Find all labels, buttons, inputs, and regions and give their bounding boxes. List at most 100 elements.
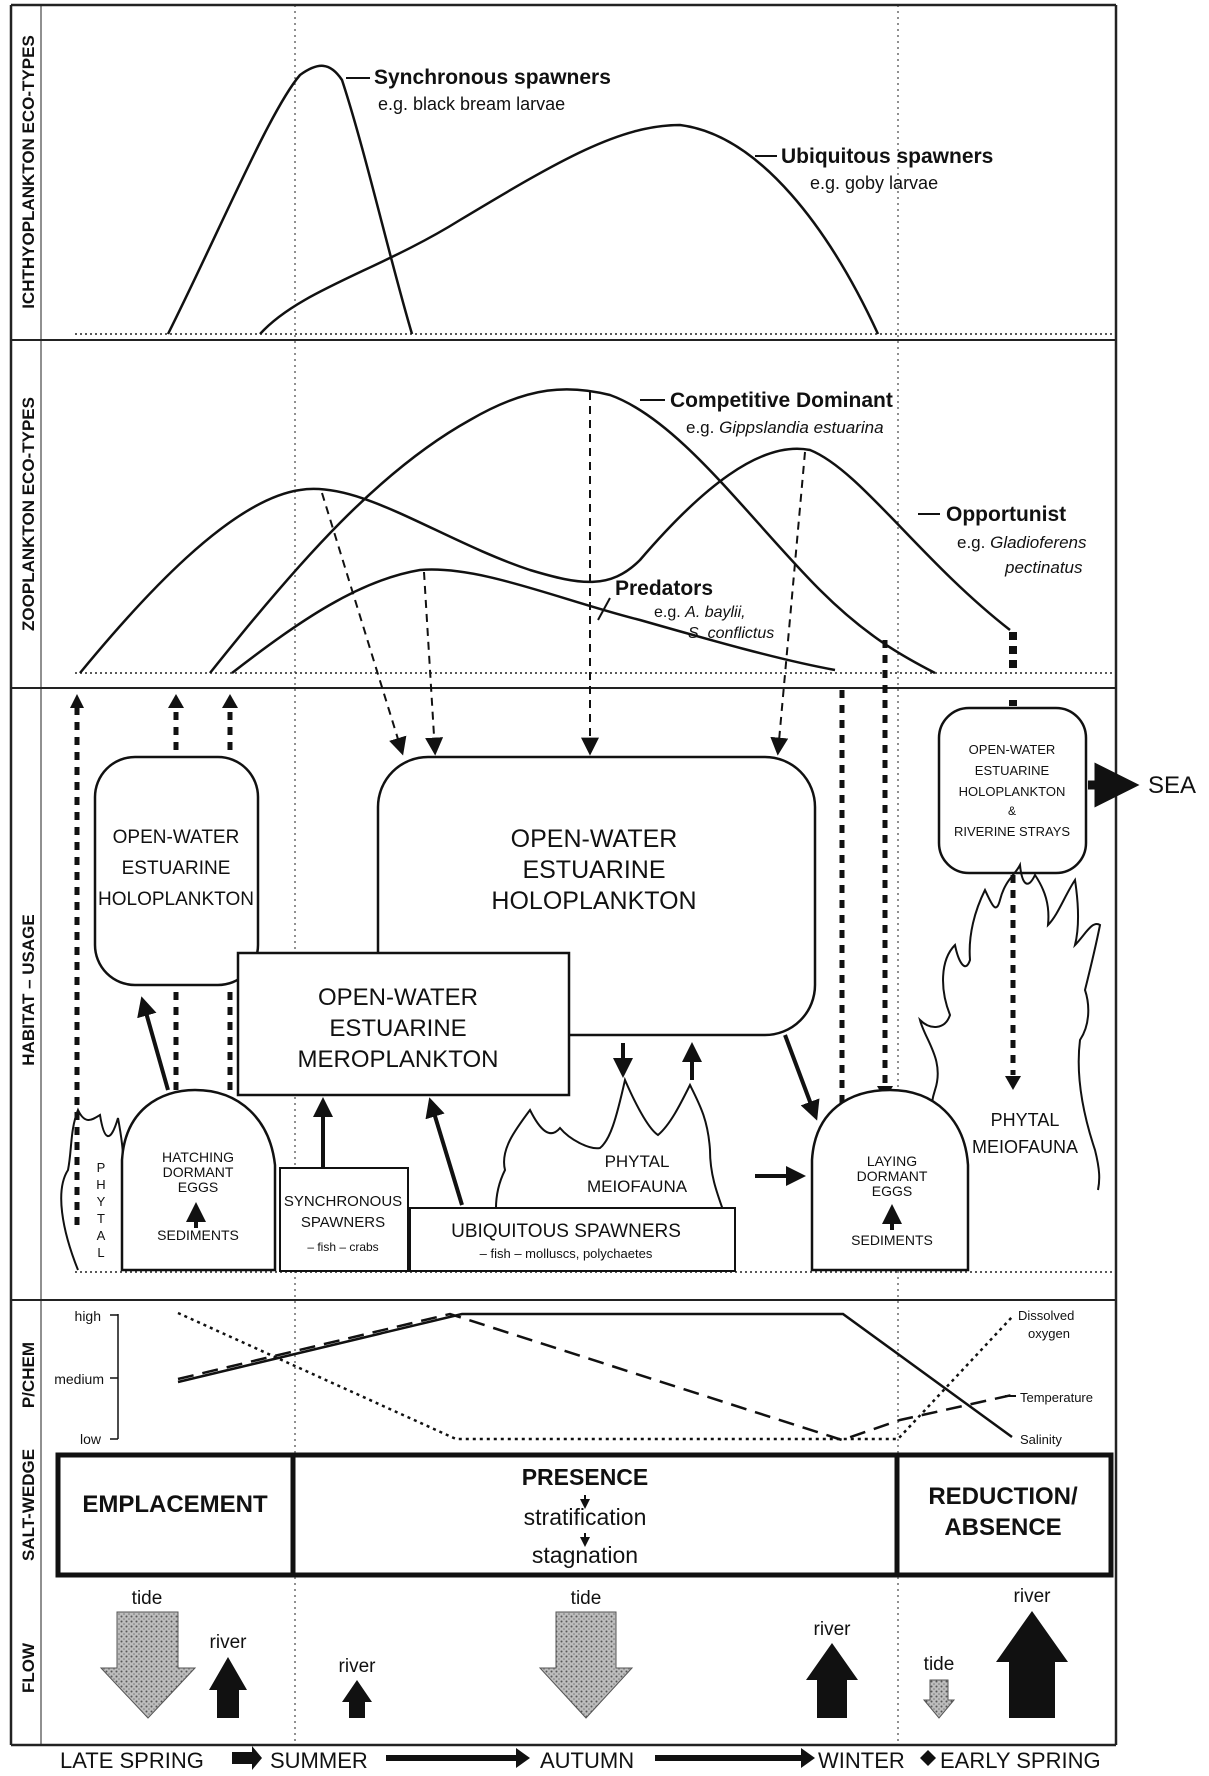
- absence-label: ABSENCE: [944, 1514, 1061, 1541]
- presence-label: PRESENCE: [522, 1464, 649, 1490]
- box-sync-spawners: [279, 1167, 409, 1272]
- ubiquitous-spawners-curve: [259, 123, 880, 335]
- phytal-letter-h: H: [96, 1177, 105, 1192]
- box-center-line-3: HOLOPLANKTON: [491, 887, 696, 915]
- tide-arrow-3: [922, 1679, 956, 1719]
- ichthyo-panel: [166, 64, 880, 335]
- ubiq-spawners-label: UBIQUITOUS SPAWNERS: [451, 1221, 681, 1242]
- competitive-dominant-example: e.g. Gippslandia estuarina: [686, 418, 884, 437]
- flow-panel: [99, 1611, 1068, 1719]
- hatching-line-2: DORMANT: [163, 1164, 234, 1180]
- predators-example: e.g. A. baylii,: [654, 604, 746, 621]
- sync-spawners-line-1: SYNCHRONOUS: [284, 1193, 402, 1210]
- box-left-line-3: HOLOPLANKTON: [98, 889, 254, 910]
- season-winter: WINTER: [818, 1748, 905, 1773]
- phytal-letter-y: Y: [97, 1194, 106, 1209]
- ubiq-spawners-sub: – fish – molluscs, polychaetes: [480, 1246, 653, 1261]
- salinity-line: [177, 1312, 1013, 1439]
- laying-line-3: EGGS: [872, 1183, 912, 1199]
- laying-line-1: LAYING: [867, 1153, 917, 1169]
- level-medium: medium: [54, 1371, 104, 1387]
- box-meroplankton: [236, 951, 571, 1097]
- river-arrow-1: [209, 1657, 247, 1718]
- stagnation-label: stagnation: [532, 1542, 638, 1568]
- habitat-labels: OPEN-WATER ESTUARINE HOLOPLANKTON OPEN-W…: [96, 742, 1196, 1261]
- synchronous-spawners-curve: [166, 64, 414, 335]
- river-arrow-2: [342, 1680, 372, 1718]
- box-right-line-1: OPEN-WATER: [969, 742, 1056, 757]
- box-right-line-4: &: [1008, 804, 1016, 818]
- sediments-right: SEDIMENTS: [851, 1232, 933, 1248]
- sync-spawners-title: Synchronous spawners: [374, 66, 611, 89]
- stratification-label: stratification: [524, 1504, 647, 1530]
- panel-label-flow: FLOW: [19, 1642, 38, 1693]
- season-summer: SUMMER: [270, 1748, 368, 1773]
- season-axis: LATE SPRING SUMMER AUTUMN WINTER EARLY S…: [60, 1746, 1101, 1773]
- box-right-line-2: ESTUARINE: [975, 763, 1050, 778]
- box-right-line-3: HOLOPLANKTON: [959, 784, 1066, 799]
- saltwedge-panel: [55, 1452, 1114, 1578]
- box-center-line-1: OPEN-WATER: [511, 825, 678, 853]
- ichthyo-labels: Synchronous spawners e.g. black bream la…: [374, 66, 993, 193]
- phytal-meio-mid-1: PHYTAL: [605, 1152, 670, 1171]
- flow-labels: tide river river tide river tide river: [132, 1586, 1051, 1677]
- opportunist-example-2: pectinatus: [1004, 558, 1083, 577]
- predators-curve: [231, 568, 836, 674]
- hatching-line-1: HATCHING: [162, 1149, 234, 1165]
- opportunist-title: Opportunist: [946, 503, 1066, 526]
- reduction-label: REDUCTION/: [928, 1483, 1078, 1510]
- opportunist-example: e.g. Gladioferens: [957, 533, 1087, 552]
- phytal-meio-right-2: MEIOFAUNA: [972, 1137, 1078, 1157]
- tide-arrow-2: [538, 1611, 634, 1719]
- flow-label-river-2: river: [339, 1656, 377, 1677]
- saltwedge-labels: EMPLACEMENT PRESENCE stratification stag…: [82, 1464, 1078, 1568]
- habitat-panel: [60, 632, 1140, 1272]
- sediments-left: SEDIMENTS: [157, 1227, 239, 1243]
- predators-example-2: S. conflictus: [688, 625, 774, 642]
- zoo-panel: [79, 388, 1011, 756]
- box-mero-line-1: OPEN-WATER: [318, 984, 478, 1011]
- panel-label-ichthyo: ICHTHYOPLANKTON ECO-TYPES: [19, 35, 38, 309]
- panel-label-pchem: P/CHEM: [19, 1342, 38, 1408]
- flow-label-tide-1: tide: [132, 1588, 163, 1609]
- phytal-plant-right: [918, 861, 1102, 1191]
- laying-line-2: DORMANT: [857, 1168, 928, 1184]
- legend-temperature: Temperature: [1020, 1390, 1093, 1405]
- phytal-meio-right-1: PHYTAL: [991, 1110, 1060, 1130]
- hatching-dome: [120, 1088, 277, 1272]
- predators-title: Predators: [615, 577, 713, 600]
- phytal-plant-middle: [495, 1076, 736, 1271]
- phytal-letter-l: L: [97, 1245, 104, 1260]
- season-early-spring: EARLY SPRING: [940, 1748, 1101, 1773]
- laying-dome: [810, 1088, 970, 1272]
- hatching-line-3: EGGS: [178, 1179, 218, 1195]
- box-mero-line-2: ESTUARINE: [329, 1015, 466, 1042]
- box-right-holoplankton: [937, 706, 1088, 875]
- phytal-letter-a: A: [97, 1228, 106, 1243]
- ubiq-spawners-example: e.g. goby larvae: [810, 173, 938, 193]
- box-left-holoplankton: [93, 755, 260, 987]
- sync-spawners-example: e.g. black bream larvae: [378, 94, 565, 114]
- dissolved-oxygen-line: [177, 1311, 1013, 1441]
- ubiq-spawners-title: Ubiquitous spawners: [781, 145, 993, 168]
- phytal-meio-mid-2: MEIOFAUNA: [587, 1177, 688, 1196]
- opportunist-curve: [79, 447, 1011, 674]
- zoo-labels: Competitive Dominant e.g. Gippslandia es…: [615, 389, 1087, 642]
- pchem-labels: high medium low Dissolved oxygen Tempera…: [54, 1308, 1093, 1447]
- temperature-line: [177, 1312, 1013, 1442]
- flow-label-tide-3: tide: [924, 1654, 955, 1675]
- flow-label-river-1: river: [210, 1632, 248, 1653]
- sync-spawners-sub: – fish – crabs: [307, 1240, 378, 1254]
- pchem-panel: [110, 1311, 1013, 1442]
- level-high: high: [75, 1308, 101, 1324]
- sea-label: SEA: [1148, 772, 1196, 799]
- phytal-letter-t: T: [97, 1211, 105, 1226]
- sync-spawners-line-2: SPAWNERS: [301, 1214, 385, 1231]
- competitive-dominant-curve: [209, 388, 936, 675]
- phytal-letter-p: P: [97, 1160, 106, 1175]
- box-mero-line-3: MEROPLANKTON: [298, 1046, 499, 1073]
- season-autumn: AUTUMN: [540, 1748, 634, 1773]
- box-left-line-2: ESTUARINE: [122, 858, 231, 879]
- panel-frames: [9, 3, 1118, 1747]
